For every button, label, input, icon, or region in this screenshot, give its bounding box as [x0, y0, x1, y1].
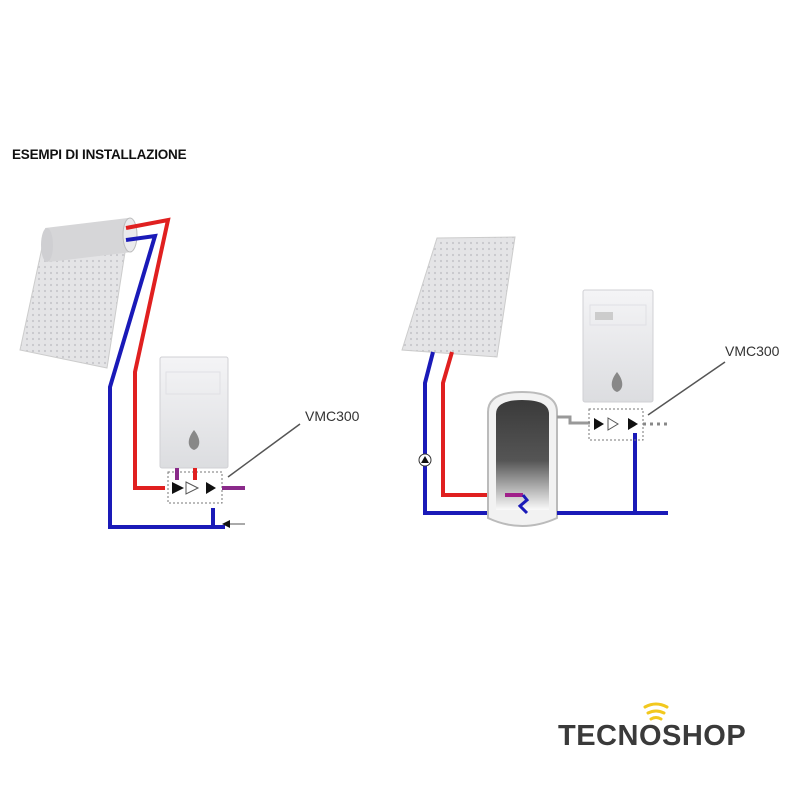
flame-icon [611, 372, 623, 392]
cold-pipe [423, 351, 490, 515]
callout-line [227, 423, 301, 478]
diagram-right [401, 236, 726, 527]
vmc300-label-left: VMC300 [305, 408, 360, 424]
storage-tank [487, 390, 558, 527]
hot-pipe [125, 217, 171, 490]
cold-pipe [108, 233, 225, 529]
wifi-icon [643, 702, 669, 721]
flame-icon [188, 430, 200, 450]
tecnoshop-logo: TECNOSHOP [558, 720, 747, 752]
callout-line [647, 361, 726, 416]
solar-panel [401, 236, 516, 358]
hot-pipe [441, 351, 523, 497]
boiler [159, 356, 229, 469]
gray-pipe [557, 415, 590, 425]
page-title: ESEMPI DI INSTALLAZIONE [12, 147, 187, 162]
diagram-left [19, 217, 301, 529]
vmc300-label-right: VMC300 [725, 343, 780, 359]
